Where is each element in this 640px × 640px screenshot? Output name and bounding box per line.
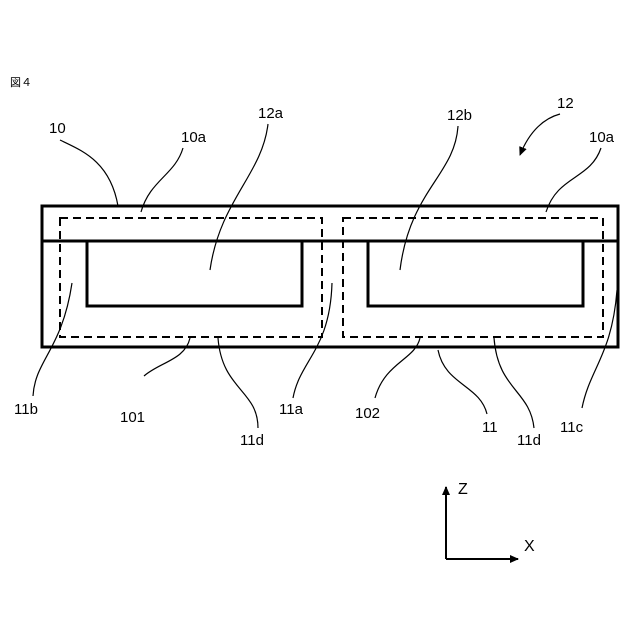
- ref-11d-right: 11d: [517, 432, 541, 449]
- ref-101: 101: [120, 409, 145, 426]
- leader-12a: [210, 124, 268, 270]
- leader-11: [438, 350, 487, 414]
- arrow-12: [520, 114, 560, 155]
- leader-10a-left: [141, 148, 183, 212]
- ref-10a-right: 10a: [589, 129, 615, 146]
- leader-11d-right: [494, 338, 534, 428]
- ref-12a: 12a: [258, 105, 284, 122]
- ref-12b: 12b: [447, 107, 472, 124]
- leader-11d-left: [218, 338, 258, 428]
- ref-10: 10: [49, 120, 66, 137]
- ref-11d-left: 11d: [240, 432, 264, 449]
- leader-10: [60, 140, 118, 206]
- leader-10a-right: [546, 148, 601, 212]
- x-axis-label: X: [524, 538, 535, 555]
- ref-10a-left: 10a: [181, 129, 207, 146]
- leader-11a: [293, 283, 332, 398]
- ref-12: 12: [557, 95, 574, 112]
- region-102: [343, 218, 603, 337]
- leader-11b: [33, 283, 72, 396]
- recess-12b: [368, 241, 583, 306]
- leader-101: [144, 338, 190, 376]
- ref-102: 102: [355, 405, 380, 422]
- z-axis-label: Z: [458, 481, 468, 498]
- ref-11a: 11a: [279, 401, 304, 418]
- ref-11: 11: [482, 419, 498, 436]
- leader-12b: [400, 126, 458, 270]
- region-101: [60, 218, 322, 337]
- leader-11c: [582, 290, 617, 408]
- ref-11b: 11b: [14, 401, 38, 418]
- ref-11c: 11c: [560, 419, 584, 436]
- outer-body: [42, 206, 618, 347]
- recess-12a: [87, 241, 302, 306]
